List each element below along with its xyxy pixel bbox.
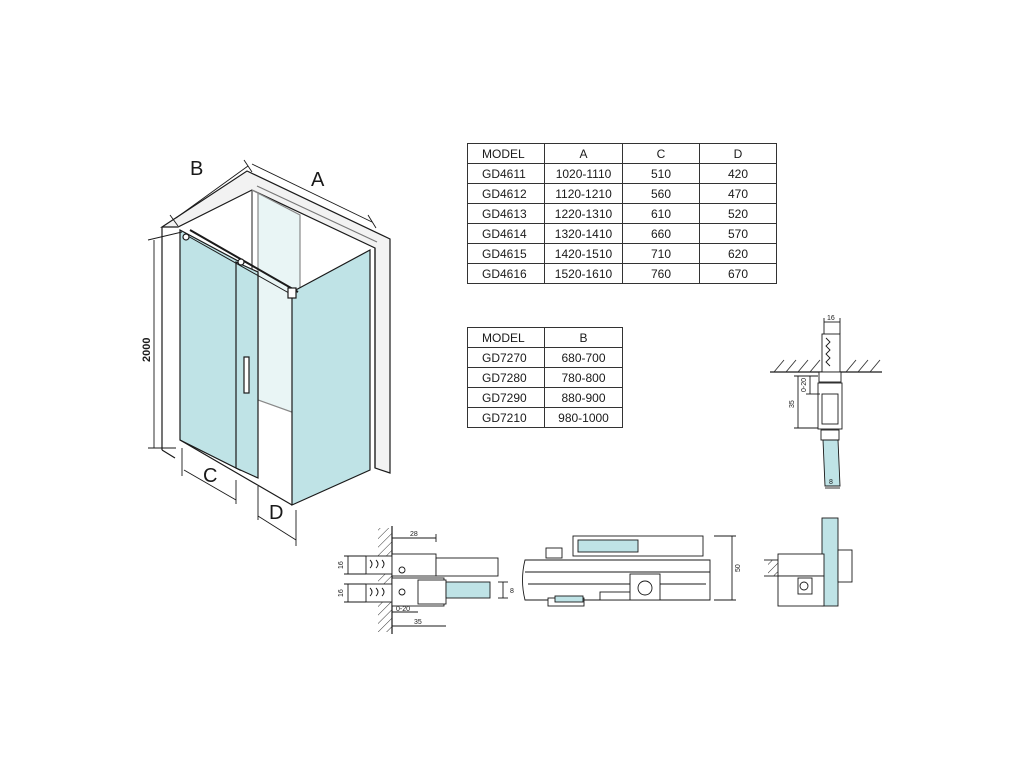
- dim-plan-glass: 8: [510, 588, 514, 595]
- plan-detail: [344, 526, 508, 634]
- table-header-row: MODEL A C D: [467, 143, 777, 164]
- dim-plan-adjust: 0-20: [396, 606, 410, 613]
- cell-a: 1420-1510: [544, 243, 623, 264]
- profile-detail: [770, 318, 882, 489]
- label-d: D: [269, 502, 283, 524]
- table-row: GD7280 780-800: [467, 367, 623, 388]
- cell-c: 610: [622, 203, 700, 224]
- roller-1: [237, 258, 245, 266]
- cell-a: 1520-1610: [544, 263, 623, 284]
- cell-d: 620: [699, 243, 777, 264]
- table-row: GD4615 1420-1510 710 620: [467, 243, 777, 264]
- cell-model: GD4613: [467, 203, 545, 224]
- label-b: B: [190, 158, 203, 180]
- cell-c: 560: [622, 183, 700, 204]
- cell-model: GD4612: [467, 183, 545, 204]
- dim-plan-depth: 35: [414, 619, 422, 626]
- door-handle: [243, 356, 250, 394]
- dim-profile-adjust: 0-20: [801, 378, 808, 392]
- corner-walls: [159, 170, 391, 474]
- dim-plan-16-bottom: 16: [338, 589, 345, 597]
- cell-d: 570: [699, 223, 777, 244]
- cell-a: 1120-1210: [544, 183, 623, 204]
- cell-d: 420: [699, 163, 777, 184]
- cell-d: 470: [699, 183, 777, 204]
- cell-a: 1220-1310: [544, 203, 623, 224]
- end-profile-detail: [764, 517, 853, 607]
- header-model: MODEL: [467, 143, 545, 164]
- table-row: GD4613 1220-1310 610 520: [467, 203, 777, 224]
- label-c: C: [203, 465, 217, 487]
- cell-model: GD7290: [467, 387, 545, 408]
- dim-plan-16-top: 16: [338, 561, 345, 569]
- table-row: GD4616 1520-1610 760 670: [467, 263, 777, 284]
- cell-model: GD7210: [467, 407, 545, 428]
- table-row: GD4612 1120-1210 560 470: [467, 183, 777, 204]
- cell-c: 510: [622, 163, 700, 184]
- cell-d: 520: [699, 203, 777, 224]
- header-d: D: [699, 143, 777, 164]
- cell-b: 880-900: [544, 387, 623, 408]
- enclosure-3d-view: [159, 170, 391, 506]
- dim-roller-height: 50: [735, 564, 742, 572]
- roller-detail: [522, 535, 736, 607]
- table-row: GD7290 880-900: [467, 387, 623, 408]
- cell-c: 760: [622, 263, 700, 284]
- cell-a: 1020-1110: [544, 163, 623, 184]
- cell-model: GD4614: [467, 223, 545, 244]
- cell-model: GD4611: [467, 163, 545, 184]
- cell-model: GD7270: [467, 347, 545, 368]
- header-a: A: [544, 143, 623, 164]
- model-dimensions-table-a: MODEL A C D GD4611 1020-1110 510 420 GD4…: [467, 143, 777, 284]
- dim-plan-top: 28: [410, 531, 418, 538]
- header-c: C: [622, 143, 700, 164]
- side-glass-panel: [291, 248, 371, 506]
- table-row: GD7210 980-1000: [467, 407, 623, 428]
- cell-b: 980-1000: [544, 407, 623, 428]
- dim-profile-top: 16: [827, 315, 835, 322]
- label-height: 2000: [141, 338, 153, 362]
- enclosure-dimensions: [147, 159, 377, 546]
- model-dimensions-table-b: MODEL B GD7270 680-700 GD7280 780-800 GD…: [467, 327, 623, 428]
- table-row: GD4611 1020-1110 510 420: [467, 163, 777, 184]
- cell-b: 780-800: [544, 367, 623, 388]
- cell-a: 1320-1410: [544, 223, 623, 244]
- dim-glass-thickness: 8: [829, 479, 833, 486]
- label-a: A: [311, 169, 325, 191]
- cell-c: 660: [622, 223, 700, 244]
- cell-b: 680-700: [544, 347, 623, 368]
- table-row: GD7270 680-700: [467, 347, 623, 368]
- table-row: GD4614 1320-1410 660 570: [467, 223, 777, 244]
- roller-2: [182, 233, 190, 241]
- header-b: B: [544, 327, 623, 348]
- table-header-row: MODEL B: [467, 327, 623, 348]
- rear-area: [251, 189, 301, 416]
- cell-d: 670: [699, 263, 777, 284]
- cell-model: GD4615: [467, 243, 545, 264]
- fixed-glass-panel: [179, 229, 241, 471]
- cell-c: 710: [622, 243, 700, 264]
- cell-model: GD4616: [467, 263, 545, 284]
- cell-model: GD7280: [467, 367, 545, 388]
- dim-profile-depth: 35: [789, 400, 796, 408]
- header-model: MODEL: [467, 327, 545, 348]
